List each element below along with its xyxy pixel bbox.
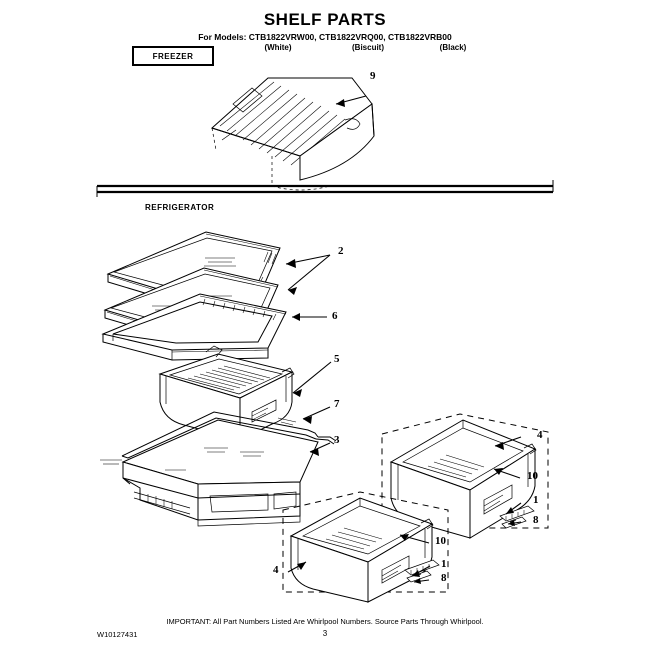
finish-white: (White): [264, 43, 292, 52]
callout-8-left: 8: [441, 572, 447, 584]
callout-2: 2: [338, 245, 344, 257]
section-divider-freezer: [97, 180, 554, 192]
leader-4-left: [287, 561, 307, 573]
part-freezer-shelf: [211, 77, 375, 191]
callout-7: 7: [334, 398, 340, 410]
leader-5: [292, 361, 332, 397]
leader-8-right: [507, 520, 522, 526]
callout-1-right: 1: [533, 494, 539, 506]
document-number: W10127431: [97, 630, 138, 639]
part-shelf-frame: [101, 293, 287, 361]
leader-9: [335, 95, 367, 107]
callout-10-right: 10: [527, 470, 538, 482]
part-crisper-cover: [121, 419, 319, 527]
leader-3: [309, 442, 331, 456]
leader-1-left: [411, 565, 431, 577]
section-label-refrigerator: REFRIGERATOR: [145, 203, 215, 212]
page-title: SHELF PARTS: [263, 10, 387, 29]
callout-4-left: 4: [273, 564, 279, 576]
callout-8-right: 8: [533, 514, 539, 526]
section-divider-refrigerator: [96, 186, 553, 197]
callout-10-left: 10: [435, 535, 446, 547]
callout-1-left: 1: [441, 558, 447, 570]
alt-position-outline-left: [282, 491, 449, 593]
page-number: 3: [322, 629, 328, 638]
finish-biscuit: (Biscuit): [352, 43, 384, 52]
leader-2: [285, 254, 331, 295]
leader-1-right: [505, 502, 522, 515]
section-label-freezer: FREEZER: [132, 46, 214, 66]
callout-4-right: 4: [537, 429, 543, 441]
part-crisper-pan-left: [289, 497, 434, 603]
footnote-text: IMPORTANT: All Part Numbers Listed Are W…: [166, 617, 484, 626]
part-crisper-pan-right: [389, 419, 537, 539]
leader-7: [302, 406, 331, 424]
part-crisper-rail-left: [404, 559, 440, 583]
callout-9: 9: [370, 70, 376, 82]
model-list: For Models: CTB1822VRW00, CTB1822VRQ00, …: [198, 32, 452, 42]
leader-6: [292, 313, 327, 321]
leader-8-left: [413, 578, 430, 584]
callout-5: 5: [334, 353, 340, 365]
leader-10-left: [399, 534, 430, 544]
callout-6: 6: [332, 310, 338, 322]
finish-black: (Black): [439, 43, 467, 52]
leader-10-right: [493, 468, 521, 479]
leader-4-right: [494, 436, 522, 450]
part-deli-pan: [158, 345, 295, 441]
callout-3: 3: [334, 434, 340, 446]
